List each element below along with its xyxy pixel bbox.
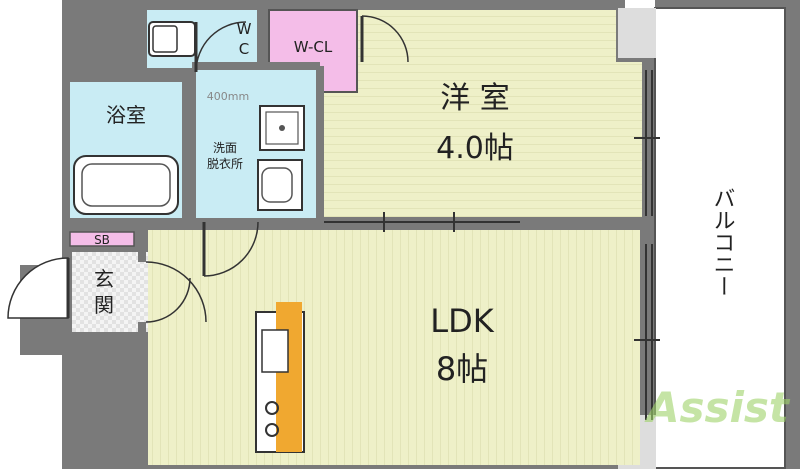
partitions: [62, 10, 640, 465]
ldk-floor: [148, 230, 640, 465]
ldk-size: 8帖: [436, 350, 488, 388]
shoe-box-label: SB: [94, 233, 110, 247]
stove-burner-icon: [265, 423, 279, 437]
washing-machine-pan-inner-icon: [265, 111, 299, 145]
sink-bowl-icon: [261, 167, 293, 203]
entrance-door-swing: [7, 257, 69, 319]
entrance-floor: [72, 252, 148, 332]
balcony-area: [654, 7, 786, 469]
stove-burner-icon: [265, 401, 279, 415]
entrance-label-line1: 玄: [94, 267, 114, 291]
width-note-label: 400mm: [207, 90, 249, 103]
wc-label-line2: C: [239, 40, 249, 58]
counter-bar: [276, 302, 302, 452]
bathroom-label: 浴室: [106, 103, 146, 127]
ldk-name: LDK: [430, 302, 494, 340]
washroom-label-line1: 洗面: [213, 141, 237, 155]
western-room-size: 4.0帖: [436, 131, 514, 166]
balcony-column: [618, 8, 656, 58]
bathtub-inner-icon: [81, 163, 171, 207]
walk-in-closet-label: W-CL: [294, 38, 333, 56]
washroom-label-line2: 脱衣所: [207, 156, 243, 171]
doors: [145, 15, 409, 323]
watermark-text: Assist: [644, 383, 791, 432]
western-room-name: 洋 室: [440, 81, 510, 116]
shoe-box: [69, 231, 135, 247]
western-room-floor-top: [358, 10, 616, 65]
western-room-floor: [320, 62, 642, 217]
entrance-label-line2: 関: [94, 293, 114, 317]
watermark-logo: Assist: [644, 383, 791, 432]
wc-label-line1: W: [237, 20, 252, 38]
kitchen-sink-icon: [261, 329, 289, 373]
balcony-label: バルコニー: [710, 187, 735, 297]
drain-icon: [279, 125, 285, 131]
toilet-tank-icon: [152, 25, 178, 53]
sliding-doors: [324, 70, 660, 420]
